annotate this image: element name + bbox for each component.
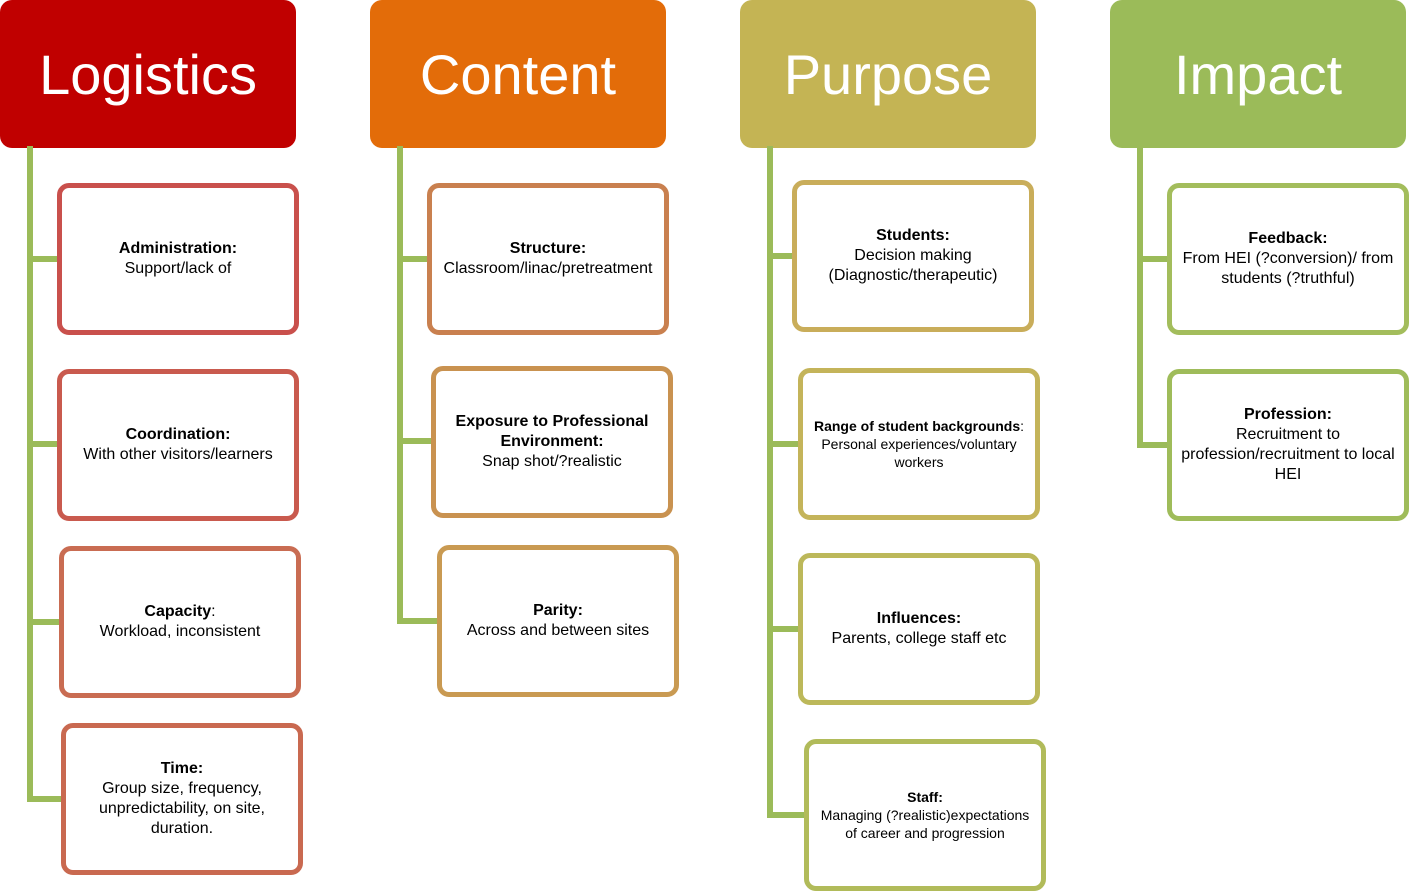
- box-text: Support/lack of: [124, 260, 232, 277]
- box-title: Feedback:: [1248, 230, 1328, 247]
- box-title: Exposure to Professional Environment:: [455, 413, 649, 450]
- connector-trunk-content: [397, 146, 403, 624]
- box-text: Parents, college staff etc: [831, 630, 1007, 647]
- header-logistics: Logistics: [0, 0, 296, 148]
- box-title: Parity:: [533, 602, 583, 619]
- connector-branch: [27, 256, 59, 262]
- connector-branch: [767, 253, 794, 259]
- box-title-suffix: :: [211, 603, 216, 620]
- connector-branch: [767, 626, 800, 632]
- box-text: Personal experiences/voluntary workers: [821, 436, 1017, 470]
- box-profession: Profession: Recruitment to profession/re…: [1167, 369, 1409, 521]
- box-title: Profession:: [1243, 406, 1332, 423]
- box-title: Staff:: [907, 789, 943, 805]
- box-text: Managing (?realistic)expectations of car…: [820, 807, 1030, 841]
- box-coordination: Coordination: With other visitors/learne…: [57, 369, 299, 521]
- connector-branch: [397, 438, 433, 444]
- box-text: Workload, inconsistent: [99, 623, 261, 640]
- connector-trunk-logistics: [27, 146, 33, 802]
- connector-branch: [397, 256, 429, 262]
- box-staff: Staff: Managing (?realistic)expectations…: [804, 739, 1046, 891]
- box-title: Influences:: [876, 610, 962, 627]
- box-title: Coordination:: [125, 426, 231, 443]
- box-text: Snap shot/?realistic: [482, 453, 622, 470]
- connector-branch: [27, 796, 63, 802]
- box-capacity: Capacity: Workload, inconsistent: [59, 546, 301, 698]
- header-impact: Impact: [1110, 0, 1406, 148]
- box-title-text: Capacity: [144, 603, 212, 620]
- box-time: Time: Group size, frequency, unpredictab…: [61, 723, 303, 875]
- box-range-backgrounds: Range of student backgrounds: Personal e…: [798, 368, 1040, 520]
- box-text: Group size, frequency, unpredictability,…: [98, 780, 265, 837]
- connector-branch: [767, 812, 806, 818]
- connector-trunk-purpose: [767, 146, 773, 818]
- box-title: Administration:: [118, 240, 238, 257]
- connector-trunk-impact: [1137, 146, 1143, 448]
- box-title: Capacity:: [144, 602, 215, 622]
- box-text: Classroom/linac/pretreatment: [443, 260, 653, 277]
- box-title: Structure:: [509, 240, 587, 257]
- box-text: Decision making (Diagnostic/therapeutic): [828, 247, 998, 284]
- connector-branch: [27, 619, 61, 625]
- connector-branch: [1137, 256, 1170, 262]
- box-title-suffix: :: [1020, 418, 1024, 434]
- connector-branch: [397, 618, 439, 624]
- box-parity: Parity: Across and between sites: [437, 545, 679, 697]
- box-text: From HEI (?conversion)/ from students (?…: [1182, 250, 1394, 287]
- box-text: With other visitors/learners: [83, 446, 273, 463]
- box-title: Range of student backgrounds:: [814, 417, 1024, 435]
- box-text: Recruitment to profession/recruitment to…: [1181, 426, 1395, 483]
- box-influences: Influences: Parents, college staff etc: [798, 553, 1040, 705]
- box-feedback: Feedback: From HEI (?conversion)/ from s…: [1167, 183, 1409, 335]
- box-text: Across and between sites: [466, 622, 650, 639]
- connector-branch: [1137, 442, 1170, 448]
- header-purpose: Purpose: [740, 0, 1036, 148]
- box-administration: Administration: Support/lack of: [57, 183, 299, 335]
- box-exposure: Exposure to Professional Environment: Sn…: [431, 366, 673, 518]
- box-title-text: Range of student backgrounds: [813, 418, 1021, 434]
- box-title: Time:: [160, 760, 204, 777]
- box-students: Students: Decision making (Diagnostic/th…: [792, 180, 1034, 332]
- connector-branch: [27, 441, 59, 447]
- box-structure: Structure: Classroom/linac/pretreatment: [427, 183, 669, 335]
- connector-branch: [767, 441, 800, 447]
- header-content: Content: [370, 0, 666, 148]
- box-title: Students:: [876, 227, 950, 244]
